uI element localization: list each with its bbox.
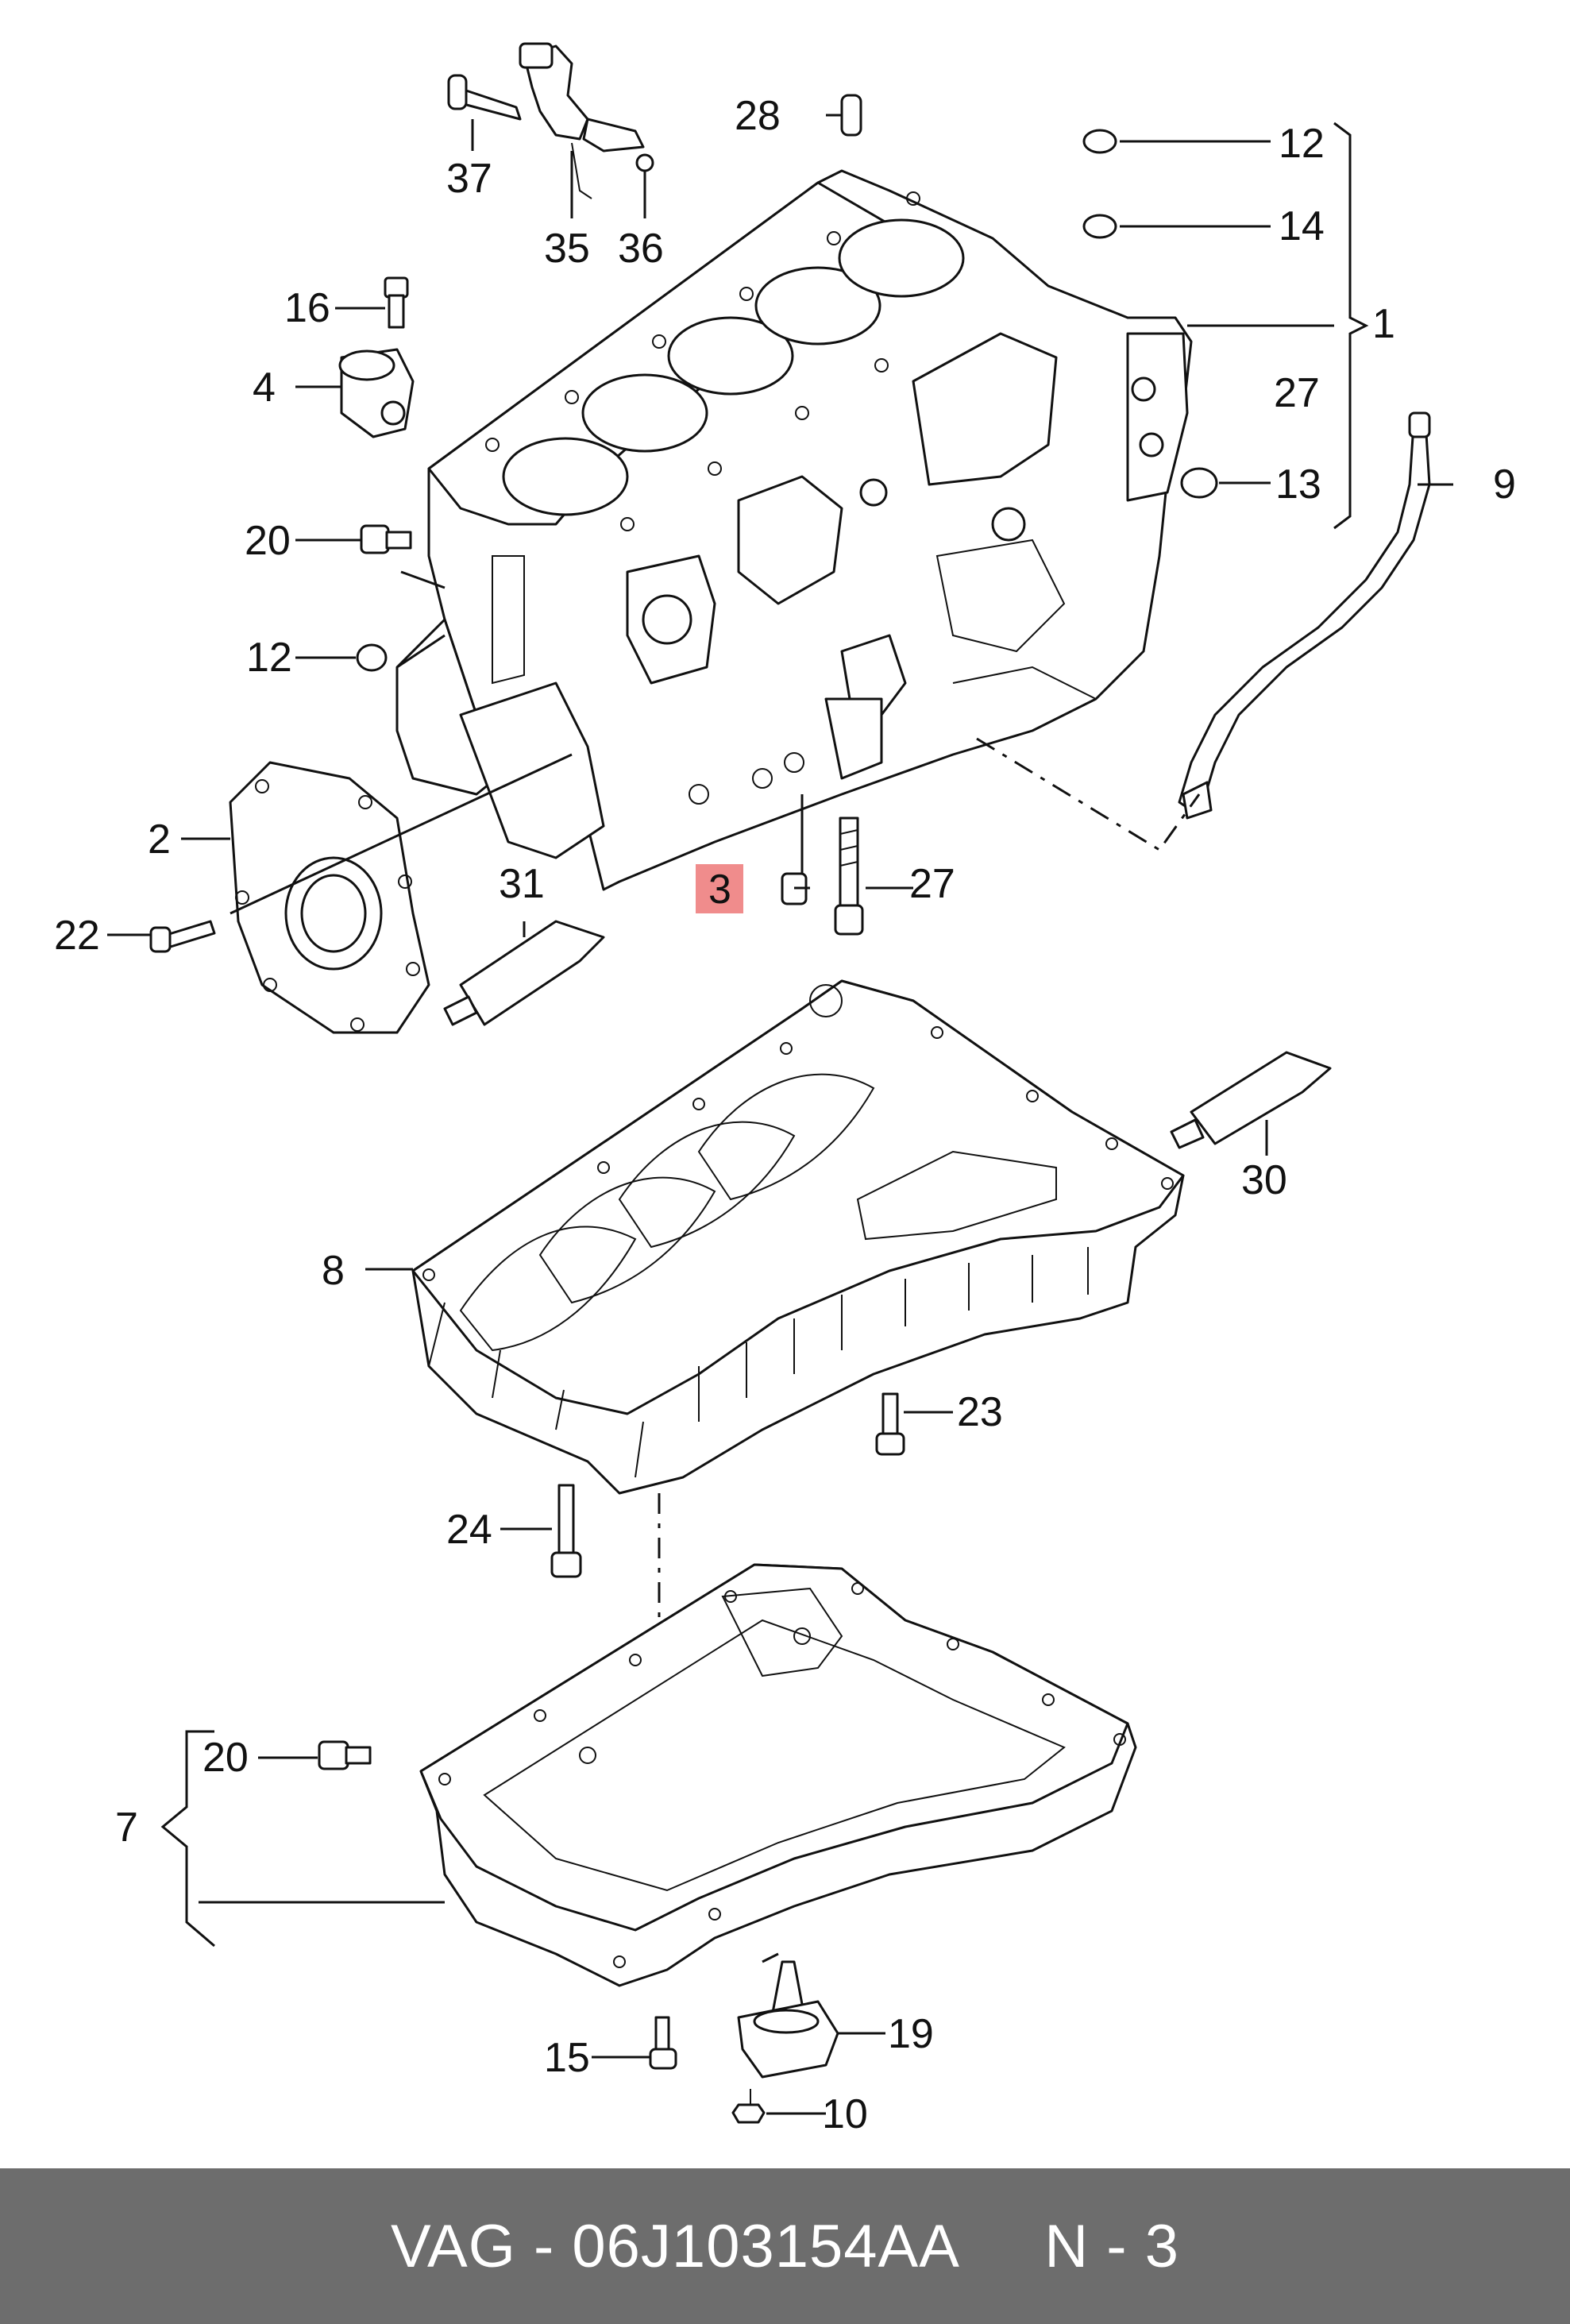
label-19: 19 — [888, 2011, 934, 2057]
bolt-24 — [550, 1484, 582, 1578]
label-12-top: 12 — [1279, 121, 1325, 167]
part-number-text: VAG - 06J103154AA N - 3 — [391, 2212, 1179, 2280]
sensor-assembly — [447, 42, 654, 199]
label-7: 7 — [115, 1805, 138, 1851]
label-23: 23 — [957, 1389, 1003, 1435]
label-4: 4 — [253, 365, 276, 411]
label-27: 27 — [909, 861, 955, 907]
dipstick-tube — [1178, 411, 1431, 820]
bolt-20-bottom — [318, 1740, 372, 1770]
bolt-15 — [649, 2016, 677, 2070]
rear-seal-cover — [229, 761, 430, 1034]
label-24: 24 — [446, 1507, 492, 1553]
label-13: 13 — [1275, 461, 1321, 508]
bolt-23 — [875, 1392, 905, 1456]
label-14: 14 — [1279, 203, 1325, 249]
plug-13 — [1180, 467, 1218, 499]
label-31: 31 — [499, 861, 545, 907]
bolt-27 — [834, 816, 864, 936]
callout-labels: 28 12 14 1 27 13 9 37 35 36 16 4 20 12 2… — [54, 93, 1516, 2137]
label-37: 37 — [446, 156, 492, 202]
label-15: 15 — [544, 2035, 590, 2081]
sealant-tube-31 — [443, 920, 605, 1026]
label-12-left: 12 — [246, 635, 292, 681]
label-36: 36 — [618, 226, 664, 272]
label-2: 2 — [148, 816, 171, 863]
leader-lines — [107, 114, 1453, 2115]
part-number-footer: VAG - 06J103154AA N - 3 — [0, 2168, 1570, 2324]
dowel-28 — [840, 94, 862, 137]
label-22: 22 — [54, 913, 100, 959]
label-20-bottom: 20 — [203, 1735, 249, 1781]
label-20-top: 20 — [245, 518, 291, 564]
lower-oil-pan — [419, 1563, 1137, 1987]
nut-10 — [731, 2103, 766, 2124]
label-35: 35 — [544, 226, 590, 272]
bolt-22 — [149, 920, 216, 953]
ring-12-left — [356, 643, 388, 672]
label-10: 10 — [822, 2091, 868, 2137]
plug-12-top — [1082, 129, 1117, 154]
upper-oil-sump — [411, 979, 1185, 1495]
bracket-4 — [338, 348, 415, 438]
bolt-20-top — [360, 524, 412, 554]
label-30: 30 — [1241, 1157, 1287, 1203]
label-3: 3 — [708, 867, 731, 913]
bolt-16 — [384, 276, 409, 329]
sealant-tube-30 — [1170, 1051, 1332, 1149]
plug-14 — [1082, 214, 1117, 239]
oil-level-sensor-19 — [737, 1960, 839, 2079]
label-8: 8 — [322, 1248, 345, 1294]
label-16: 16 — [284, 285, 330, 331]
exploded-parts-diagram: 28 12 14 1 27 13 9 37 35 36 16 4 20 12 2… — [54, 42, 1516, 2137]
label-9: 9 — [1493, 461, 1516, 508]
label-28: 28 — [735, 93, 781, 139]
label-1: 1 — [1372, 301, 1395, 347]
engine-block — [395, 169, 1193, 891]
highlight-box — [696, 864, 743, 913]
label-27-top: 27 — [1274, 370, 1320, 416]
